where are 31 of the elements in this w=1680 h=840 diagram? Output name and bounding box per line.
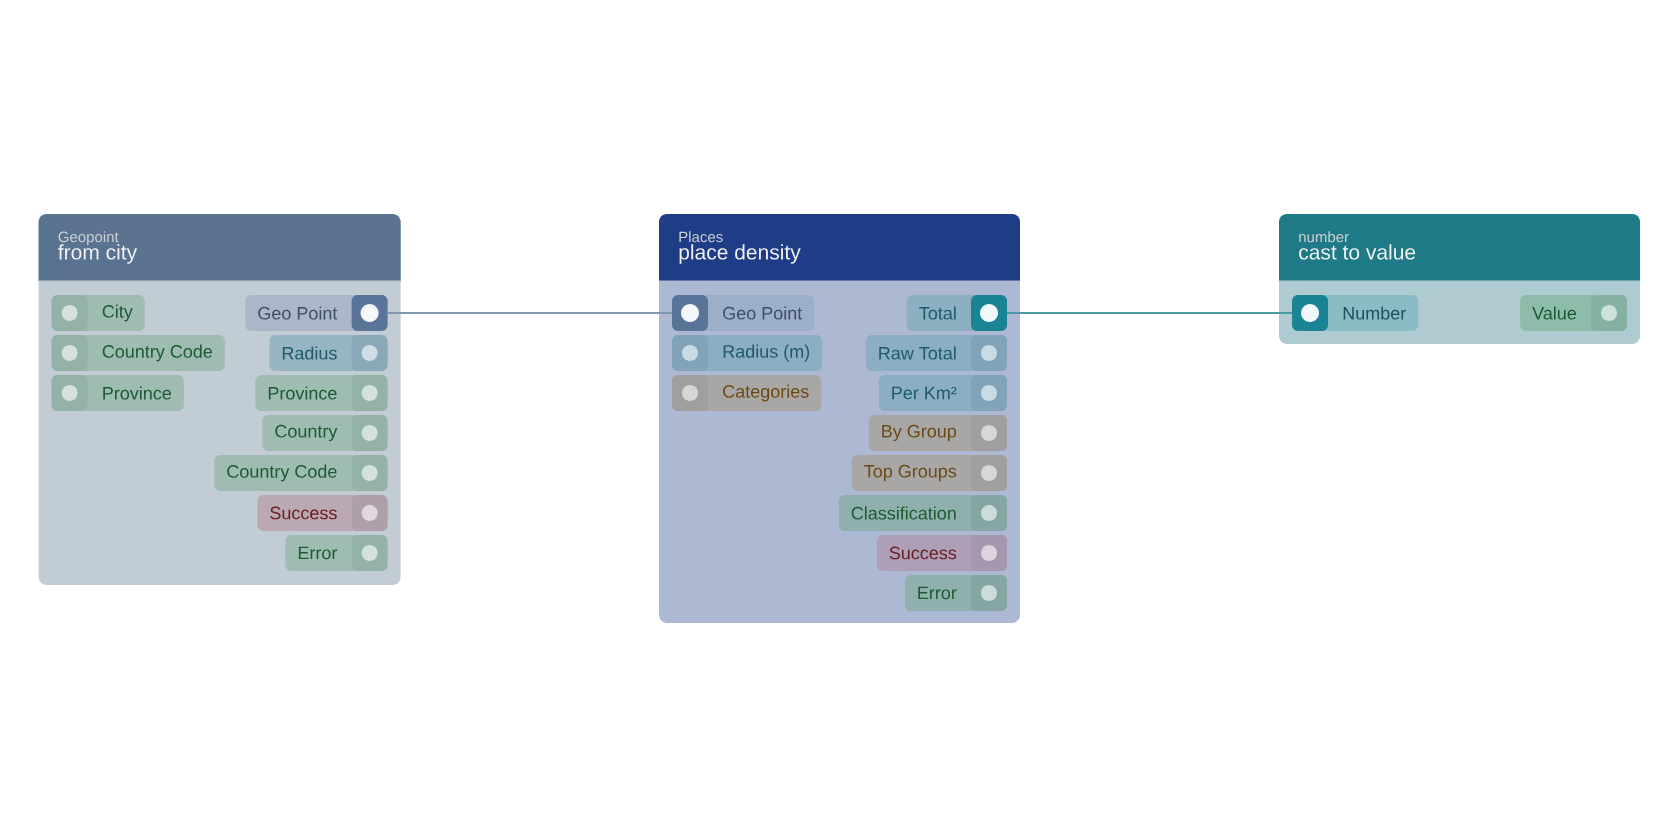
card-title: cast to value [1299, 244, 1416, 260]
port-pill: Country Code [51, 335, 225, 371]
card-category: Places [679, 231, 723, 243]
card-title: place density [679, 244, 801, 264]
port-pill: Geo Point [672, 295, 815, 331]
port-pill: Error [285, 535, 388, 571]
port-pill: Success [257, 495, 388, 531]
port-pill: Radius (m) [672, 335, 823, 371]
connector-line [386, 312, 673, 314]
port-pill: Number [1292, 295, 1419, 331]
port-pill: Top Groups [851, 455, 1007, 491]
port-pill: Error [904, 575, 1007, 611]
port-pill: Raw Total [865, 335, 1007, 371]
port-pill: Success [876, 535, 1007, 571]
port-pill: Province [255, 375, 388, 411]
port-pill: Total [906, 295, 1007, 331]
card-category: Geopoint [58, 231, 119, 246]
card-category: number [1299, 231, 1349, 243]
port-pill: City [51, 295, 145, 331]
port-pill: Value [1520, 295, 1627, 331]
card-title: from city [58, 244, 138, 264]
port-pill: Geo Point [245, 295, 388, 331]
port-pill: Province [51, 375, 184, 411]
port-pill: Classification [838, 495, 1007, 531]
port-pill: By Group [868, 415, 1007, 451]
port-pill: Per Km² [878, 375, 1007, 411]
port-pill: Country [262, 415, 388, 451]
connector-line [1006, 312, 1293, 314]
port-pill: Radius [269, 335, 388, 371]
port-pill: Country Code [214, 455, 388, 491]
port-pill: Categories [672, 375, 822, 411]
